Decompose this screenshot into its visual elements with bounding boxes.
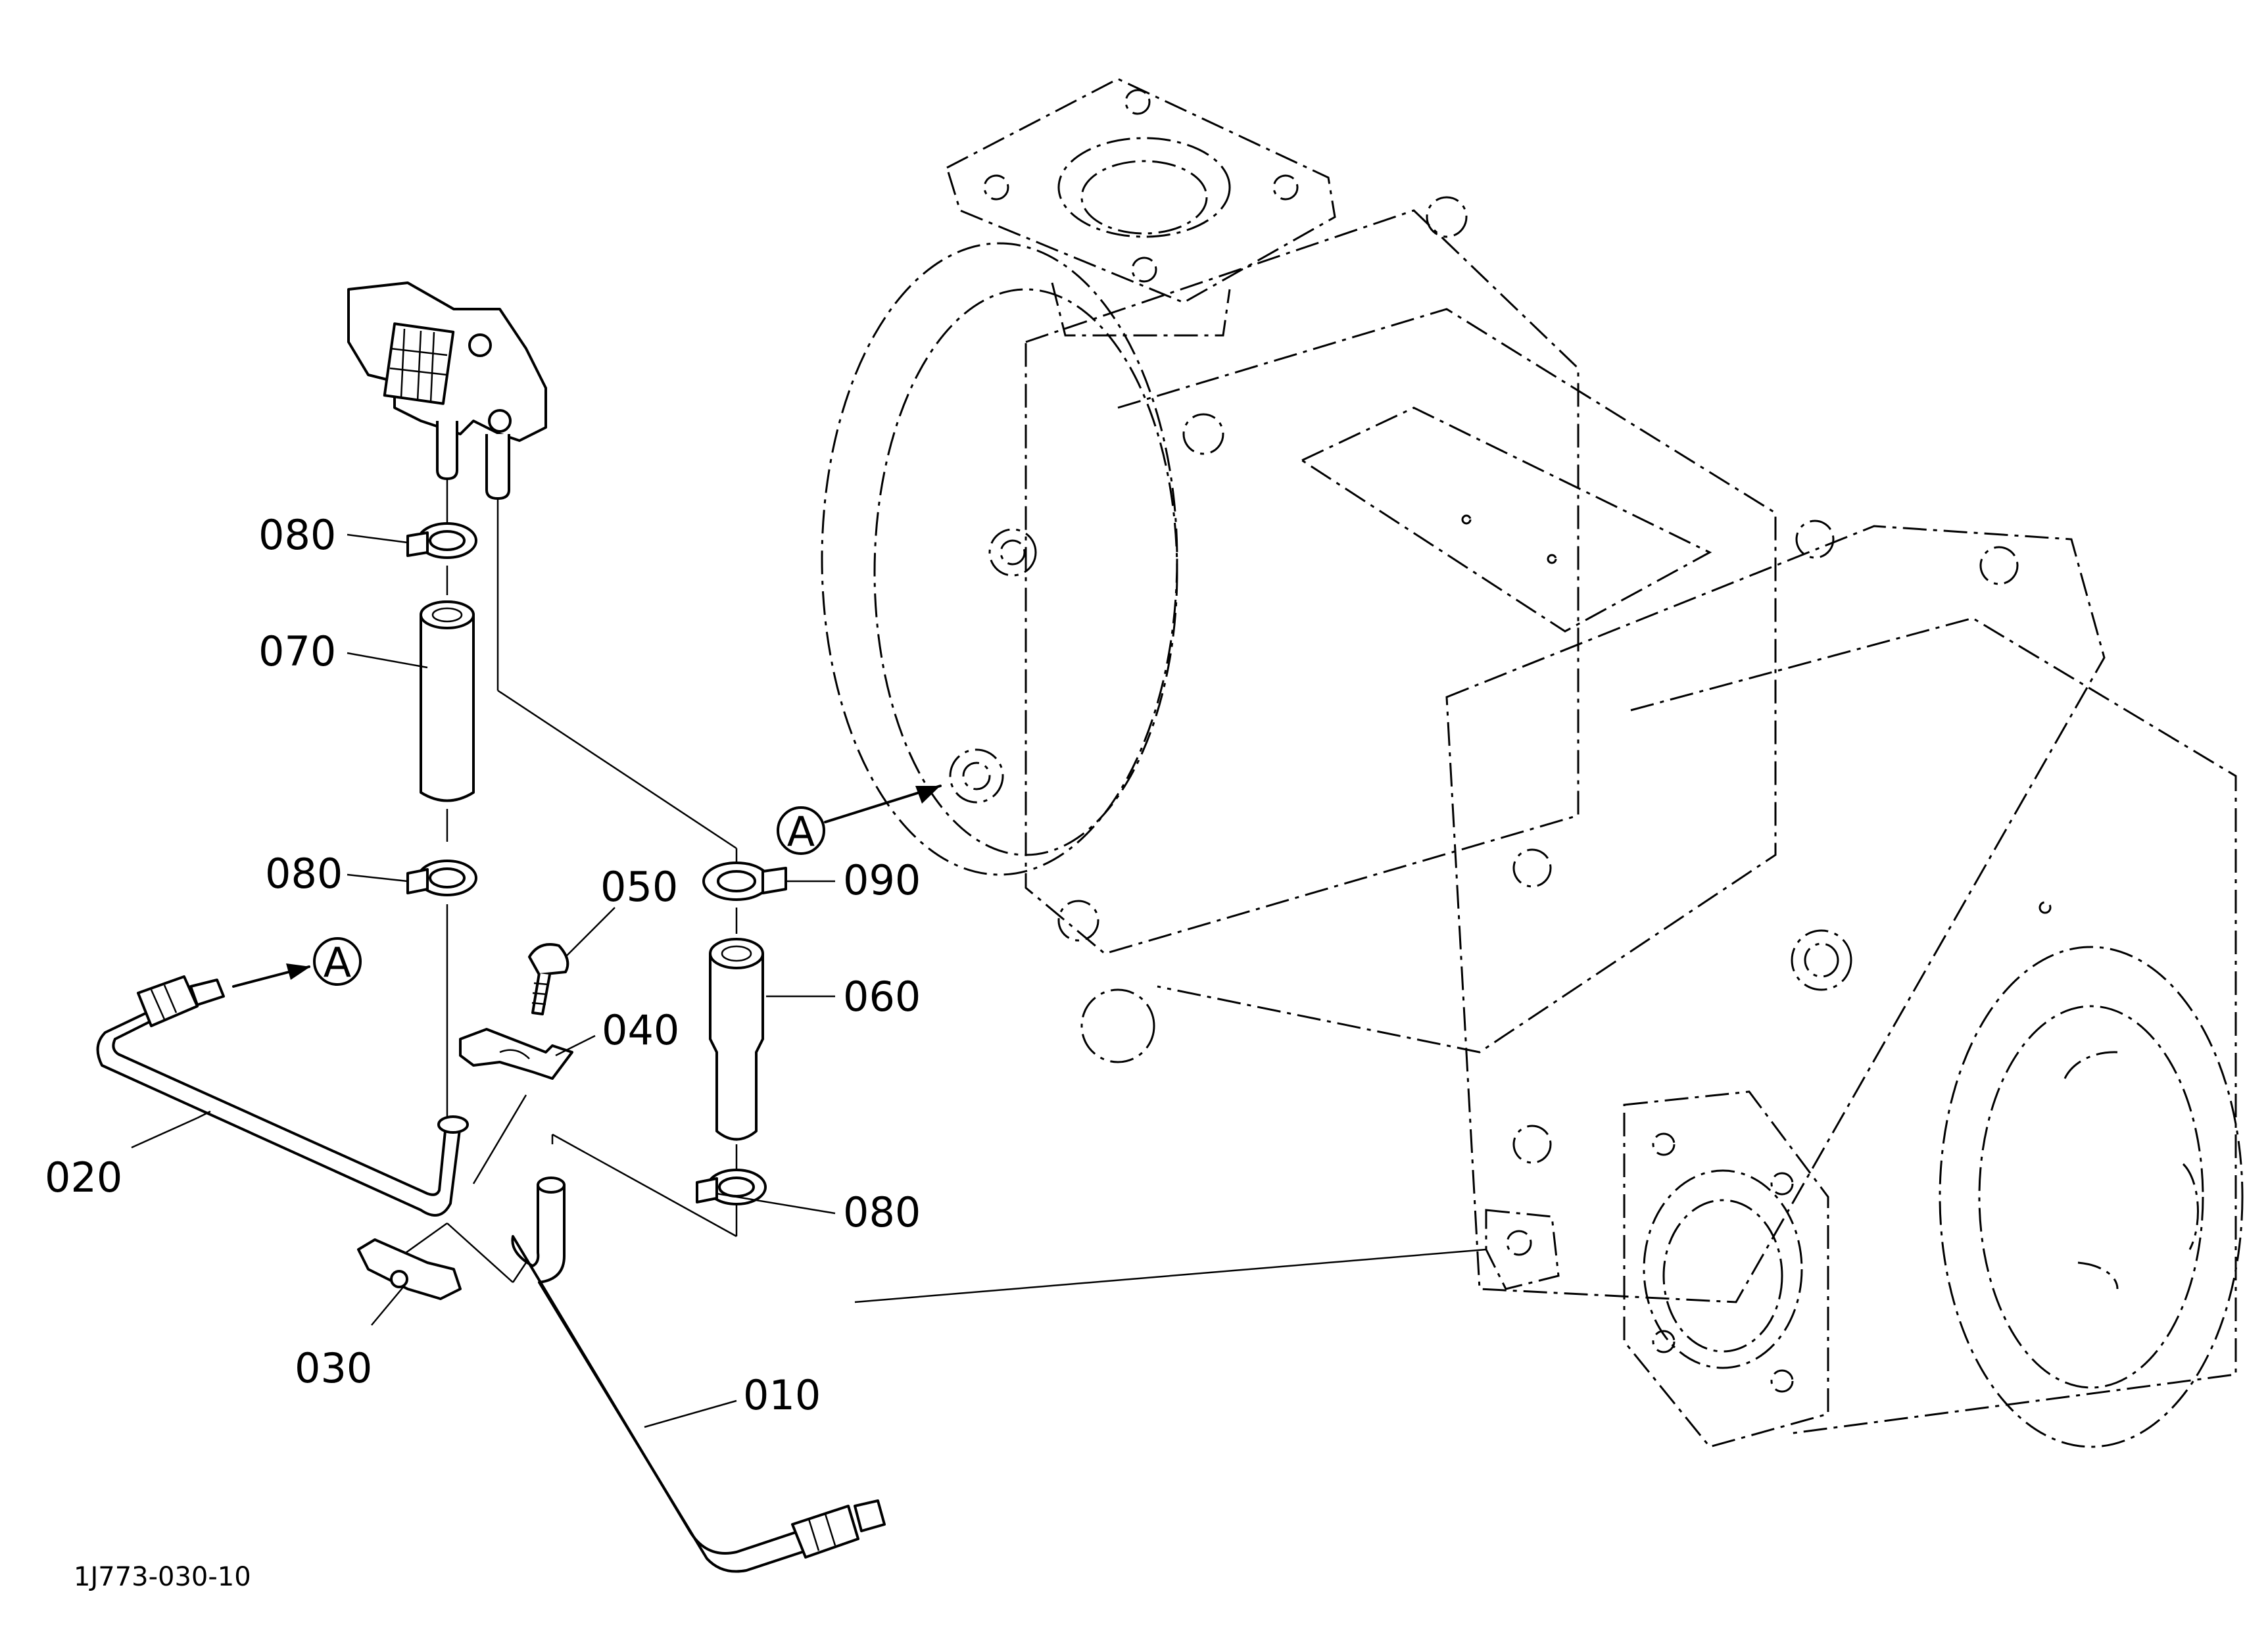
view-marker-label: A [324, 938, 351, 986]
callout-label: 040 [602, 1006, 679, 1054]
view-arrow-a-left [232, 963, 310, 988]
dpf-muffler-assembly [821, 78, 2244, 1448]
pipe-020 [96, 975, 469, 1217]
outlet-flange [1623, 1090, 1829, 1448]
view-marker-a-circle [777, 806, 825, 855]
drawing-code: 1J773-030-10 [74, 1562, 251, 1592]
dpf-right-endcap [1939, 946, 2244, 1448]
callout-label: 080 [258, 511, 336, 559]
bolt-050 [528, 943, 569, 1015]
hose-clamp-080-mid [406, 860, 477, 896]
dpf-right-cylinder [1630, 617, 2237, 1435]
callout-label: 080 [265, 850, 343, 898]
hose-clamp-090 [702, 861, 787, 901]
leader-lines [131, 533, 836, 1428]
clamp-030 [357, 1238, 462, 1300]
dpf-body-cylinder [1117, 308, 1777, 1054]
dpf-left-endcap [821, 242, 1178, 876]
inlet-boss [988, 528, 1037, 577]
view-marker-a-circle [313, 937, 362, 986]
callout-label: 080 [843, 1188, 921, 1236]
hose-060 [709, 938, 764, 1141]
hose-070 [420, 600, 475, 802]
clamp-040 [459, 1028, 573, 1080]
callout-label: 090 [843, 856, 921, 904]
assembly-guide-lines [400, 479, 1487, 1303]
callout-label: 050 [600, 863, 678, 911]
hose-clamp-080-bot [696, 1169, 767, 1205]
clamp-band-right [1445, 525, 2106, 1303]
mount-bracket [1485, 1209, 1560, 1290]
pipe-010 [511, 1177, 886, 1573]
view-marker-label: A [787, 808, 815, 856]
callout-label: 020 [45, 1153, 122, 1201]
callout-label: 010 [743, 1371, 821, 1419]
hose-clamp-080-top [406, 522, 477, 559]
inlet-flange [946, 78, 1336, 337]
callout-label: 060 [843, 973, 921, 1021]
clamp-band-left [1025, 209, 1580, 955]
view-arrow-a-right [824, 785, 942, 823]
callout-label: 070 [258, 627, 336, 675]
differential-pressure-sensor [347, 281, 547, 500]
callout-label: 030 [295, 1344, 372, 1392]
outlet-boss-a [949, 748, 1004, 804]
